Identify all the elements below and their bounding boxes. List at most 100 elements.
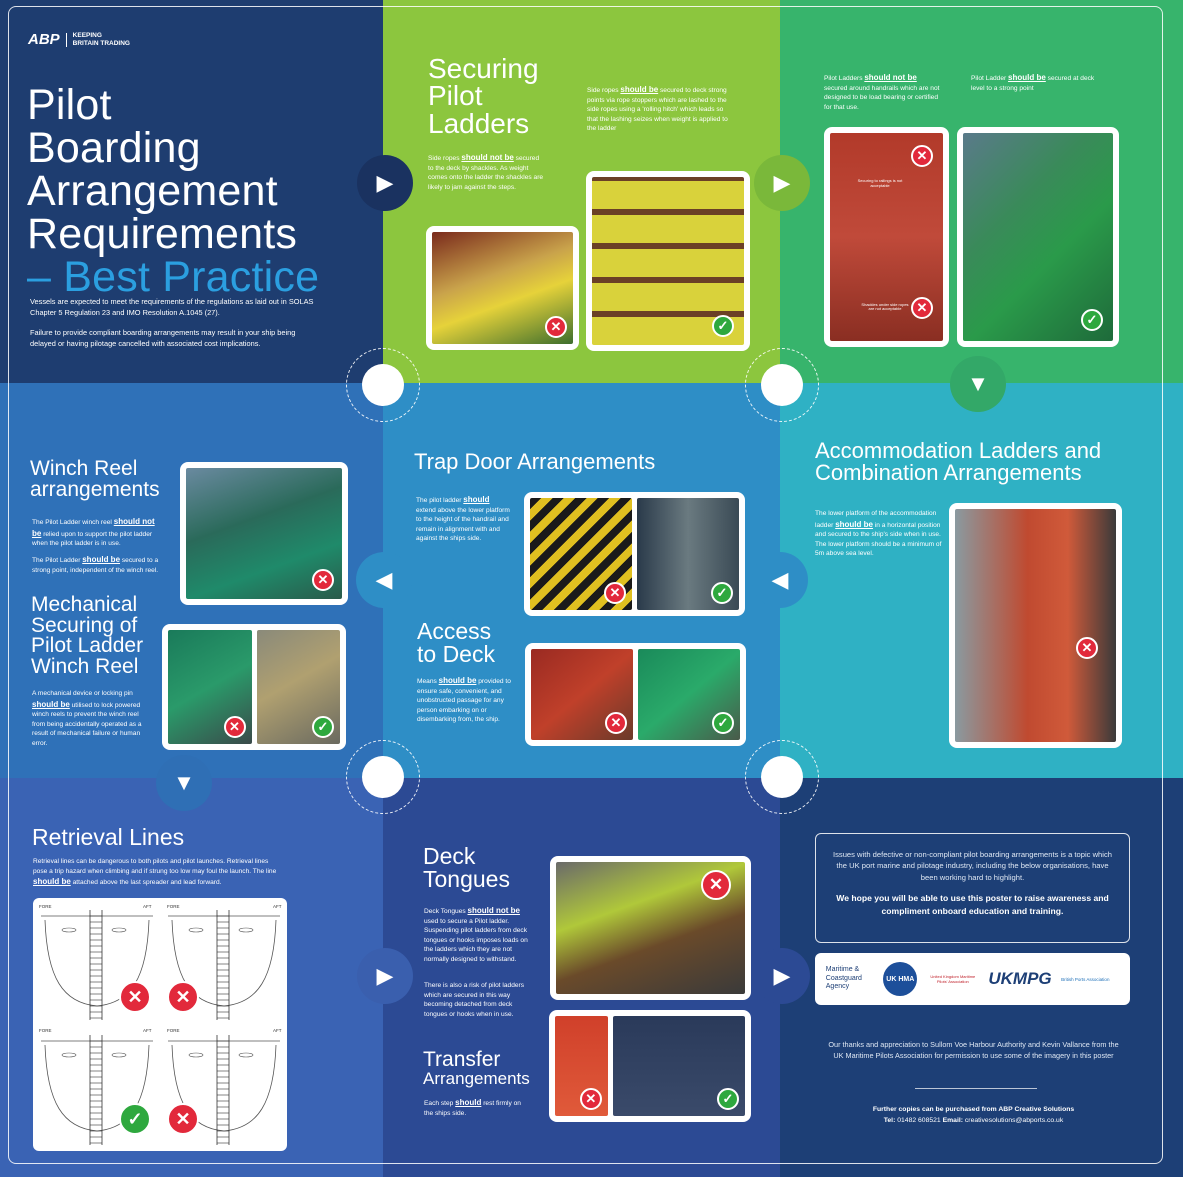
title-line: Ladders bbox=[428, 107, 530, 139]
wrong-icon: ✕ bbox=[1076, 637, 1098, 659]
flow-arrow-right: ▶ bbox=[754, 948, 810, 1004]
title-line: to Deck bbox=[417, 640, 495, 667]
title-line: Mechanical bbox=[31, 593, 138, 616]
text-span: in a horizontal position and secured to … bbox=[815, 521, 942, 558]
fore-label: FORE bbox=[39, 904, 52, 909]
flow-arrow-right: ▶ bbox=[754, 155, 810, 211]
text-span: provided to ensure safe, convenient, and… bbox=[417, 678, 511, 724]
wrong-icon: ✕ bbox=[701, 870, 731, 900]
deck-tongue-photo-card: ✕ bbox=[550, 856, 751, 1000]
trap-door-photo-wrong: ✕ bbox=[530, 498, 632, 610]
arrow-left-icon: ◀ bbox=[375, 567, 393, 592]
intro-paragraph-1: Vessels are expected to meet the require… bbox=[30, 297, 314, 318]
title-line: Combination Arrangements bbox=[815, 460, 1082, 485]
securing-shackle-text: Side ropes should not be secured to the … bbox=[428, 152, 546, 192]
text-span: secured to the deck by shackles. As weig… bbox=[428, 155, 544, 191]
partner-logos: Maritime & Coastguard Agency UK HMA Unit… bbox=[815, 953, 1130, 1005]
arrow-down-icon: ▼ bbox=[173, 770, 195, 795]
ukhma-logo: UK HMA bbox=[883, 962, 918, 996]
copies-text: Further copies can be purchased from ABP… bbox=[826, 1105, 1121, 1126]
wrong-icon: ✕ bbox=[605, 712, 627, 734]
emphasis: should not be bbox=[32, 517, 155, 538]
check-icon: ✓ bbox=[119, 1103, 151, 1135]
transfer-text: Each step should rest firmly on the ship… bbox=[424, 1097, 529, 1118]
logo-divider bbox=[65, 32, 67, 47]
email-link[interactable]: creativesolutions@abports.co.uk bbox=[964, 1116, 1064, 1124]
wrong-icon: ✕ bbox=[911, 145, 933, 167]
awareness-box: Issues with defective or non-compliant p… bbox=[815, 833, 1130, 943]
page-title: Pilot Boarding Arrangement Requirements … bbox=[27, 84, 319, 299]
hull-diagram bbox=[41, 1035, 153, 1145]
deck-level-text: Pilot Ladder should be secured at deck l… bbox=[971, 72, 1099, 93]
arrow-right-icon: ▶ bbox=[376, 963, 394, 988]
transfer-photo-wrong: ✕ bbox=[555, 1016, 608, 1116]
mechanical-photo-card: ✕ ✓ bbox=[162, 624, 346, 750]
deck-tongue-photo: ✕ bbox=[556, 862, 745, 994]
wrong-icon: ✕ bbox=[223, 716, 246, 738]
emphasis: should bbox=[455, 1098, 482, 1107]
emphasis: should be bbox=[620, 85, 659, 94]
trap-door-text: The pilot ladder should extend above the… bbox=[416, 494, 510, 544]
abp-wordmark: ABP bbox=[28, 31, 60, 48]
emphasis: should bbox=[463, 495, 490, 504]
text-span: used to secure a Pilot ladder. Suspendin… bbox=[424, 917, 528, 963]
copies-line: Further copies can be purchased from ABP… bbox=[872, 1106, 1075, 1113]
shackle-photo-card: ✕ bbox=[426, 226, 579, 350]
hull-diagram bbox=[168, 910, 280, 1020]
title-line: Transfer bbox=[423, 1048, 501, 1071]
text-span: secured at deck level to a strong point bbox=[971, 75, 1095, 92]
title-line: Access bbox=[417, 618, 492, 644]
access-photo-wrong: ✕ bbox=[531, 649, 633, 740]
arrow-right-icon: ▶ bbox=[773, 963, 791, 988]
title-line: Requirements bbox=[27, 210, 298, 258]
text-span: utilised to lock powered winch reels to … bbox=[32, 701, 142, 747]
flow-arrow-right: ▶ bbox=[357, 948, 413, 1004]
emphasis: should be bbox=[438, 676, 477, 685]
deck-strongpoint-photo-card: ✓ bbox=[957, 127, 1119, 347]
bpa-logo: British Ports Association bbox=[1061, 976, 1110, 982]
wrong-icon: ✕ bbox=[119, 981, 151, 1013]
fore-label: FORE bbox=[167, 1028, 180, 1033]
check-icon: ✓ bbox=[712, 315, 734, 337]
fender-mark bbox=[238, 927, 254, 933]
securing-title: Securing Pilot Ladders bbox=[428, 53, 539, 139]
fender-mark bbox=[61, 1052, 77, 1058]
title-line: Securing of bbox=[31, 613, 138, 637]
deck-strongpoint-photo: ✓ bbox=[963, 133, 1113, 341]
title-line: Accommodation Ladders and bbox=[815, 438, 1102, 463]
tel-value: 01482 608521 bbox=[897, 1116, 941, 1124]
intro-panel bbox=[0, 0, 383, 383]
deck-tongues-title: Deck Tongues bbox=[423, 845, 510, 890]
title-line: Pilot bbox=[27, 81, 112, 129]
title-line: Securing bbox=[428, 53, 539, 84]
abp-logo: ABP KEEPING BRITAIN TRADING bbox=[28, 31, 130, 48]
winch-photo-card: ✕ bbox=[180, 462, 348, 605]
mechanical-title: Mechanical Securing of Pilot Ladder Winc… bbox=[31, 593, 143, 677]
trap-door-photo-right: ✓ bbox=[637, 498, 739, 610]
emphasis: should not be bbox=[467, 906, 520, 915]
title-line: Arrangement bbox=[27, 167, 278, 215]
check-icon: ✓ bbox=[712, 712, 734, 734]
arrow-down-icon: ▼ bbox=[967, 371, 989, 396]
fender-mark bbox=[188, 1052, 204, 1058]
access-title: Access to Deck bbox=[417, 620, 495, 665]
winch-text-1: The Pilot Ladder winch reel should not b… bbox=[32, 516, 160, 549]
intro-text: Vessels are expected to meet the require… bbox=[30, 296, 315, 349]
text-span: Pilot Ladder bbox=[971, 75, 1007, 82]
title-line: Arrangements bbox=[423, 1068, 530, 1088]
access-text: Means should be provided to ensure safe,… bbox=[417, 675, 517, 725]
page-subtitle: – Best Practice bbox=[27, 253, 320, 301]
email-label: Email: bbox=[942, 1116, 964, 1124]
title-line: Winch Reel bbox=[30, 457, 138, 480]
securing-side-ropes-text: Side ropes should be secured to deck str… bbox=[587, 84, 729, 134]
arrow-right-icon: ▶ bbox=[376, 170, 394, 195]
junction-ring bbox=[745, 740, 819, 814]
wrong-icon: ✕ bbox=[579, 1088, 602, 1110]
accommodation-photo: ✕ bbox=[955, 509, 1116, 742]
text-span: Side ropes bbox=[587, 87, 619, 94]
hull-diagram bbox=[168, 1035, 280, 1145]
retrieval-diagrams bbox=[41, 910, 280, 1145]
thanks-text: Our thanks and appreciation to Sullom Vo… bbox=[828, 1040, 1119, 1060]
emphasis: should be bbox=[33, 877, 71, 887]
fore-label: FORE bbox=[167, 904, 180, 909]
